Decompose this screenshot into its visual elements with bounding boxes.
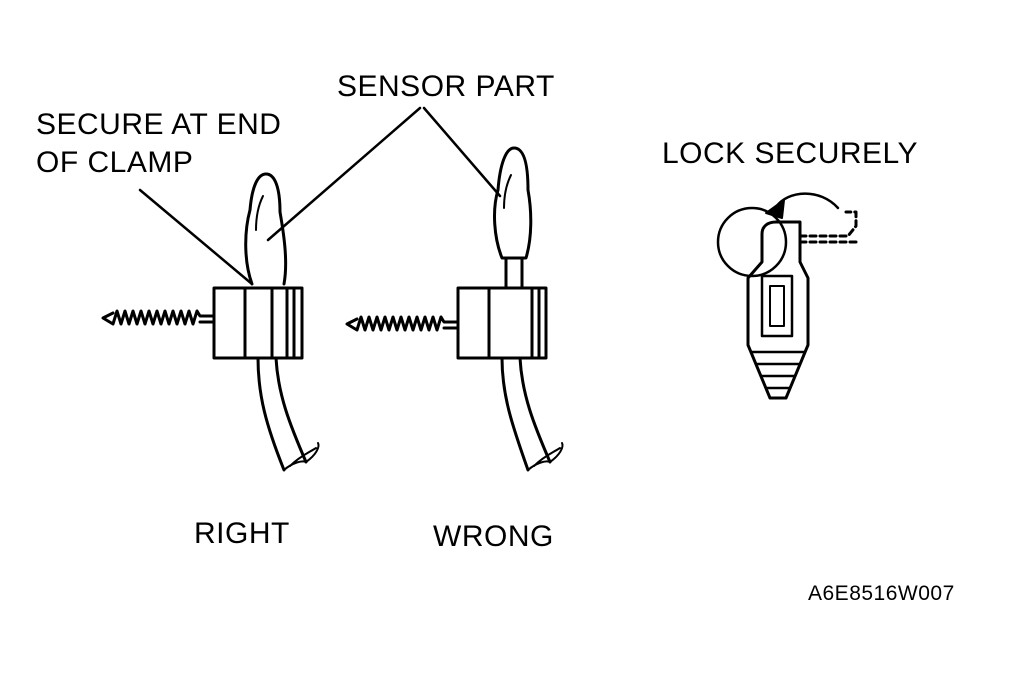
lock-magnifier-circle: [716, 206, 788, 278]
wrong-assembly: [345, 146, 564, 472]
leader-sensor-wrong: [422, 106, 502, 198]
figure-code: A6E8516W007: [808, 582, 955, 605]
wrong-screw: [345, 315, 460, 332]
label-right: RIGHT: [194, 517, 290, 550]
right-sensor-highlight: [255, 195, 264, 231]
label-lock-securely: LOCK SECURELY: [662, 137, 919, 170]
leader-sensor-right: [266, 106, 422, 242]
leader-secure: [138, 188, 254, 286]
label-secure-line1: SECURE AT END: [36, 108, 282, 141]
leader-lines: [138, 106, 502, 286]
right-cable: [256, 356, 308, 472]
wrong-sensor-bulb: [493, 146, 533, 260]
wrong-cable: [500, 356, 552, 472]
lock-arrow: [774, 192, 840, 210]
right-sensor-bulb: [244, 172, 288, 286]
lock-closed-latch: [760, 220, 802, 252]
label-secure-line2: OF CLAMP: [36, 146, 194, 179]
lock-clip-body: [746, 232, 810, 400]
right-screw: [101, 309, 216, 326]
label-sensor-part: SENSOR PART: [337, 70, 555, 103]
lock-detail: [716, 192, 860, 400]
lock-arrow-head: [765, 199, 785, 219]
right-assembly: [101, 172, 320, 472]
label-wrong: WRONG: [433, 520, 554, 553]
right-clamp: [212, 286, 304, 360]
lock-open-latch-dashed: [798, 210, 858, 238]
